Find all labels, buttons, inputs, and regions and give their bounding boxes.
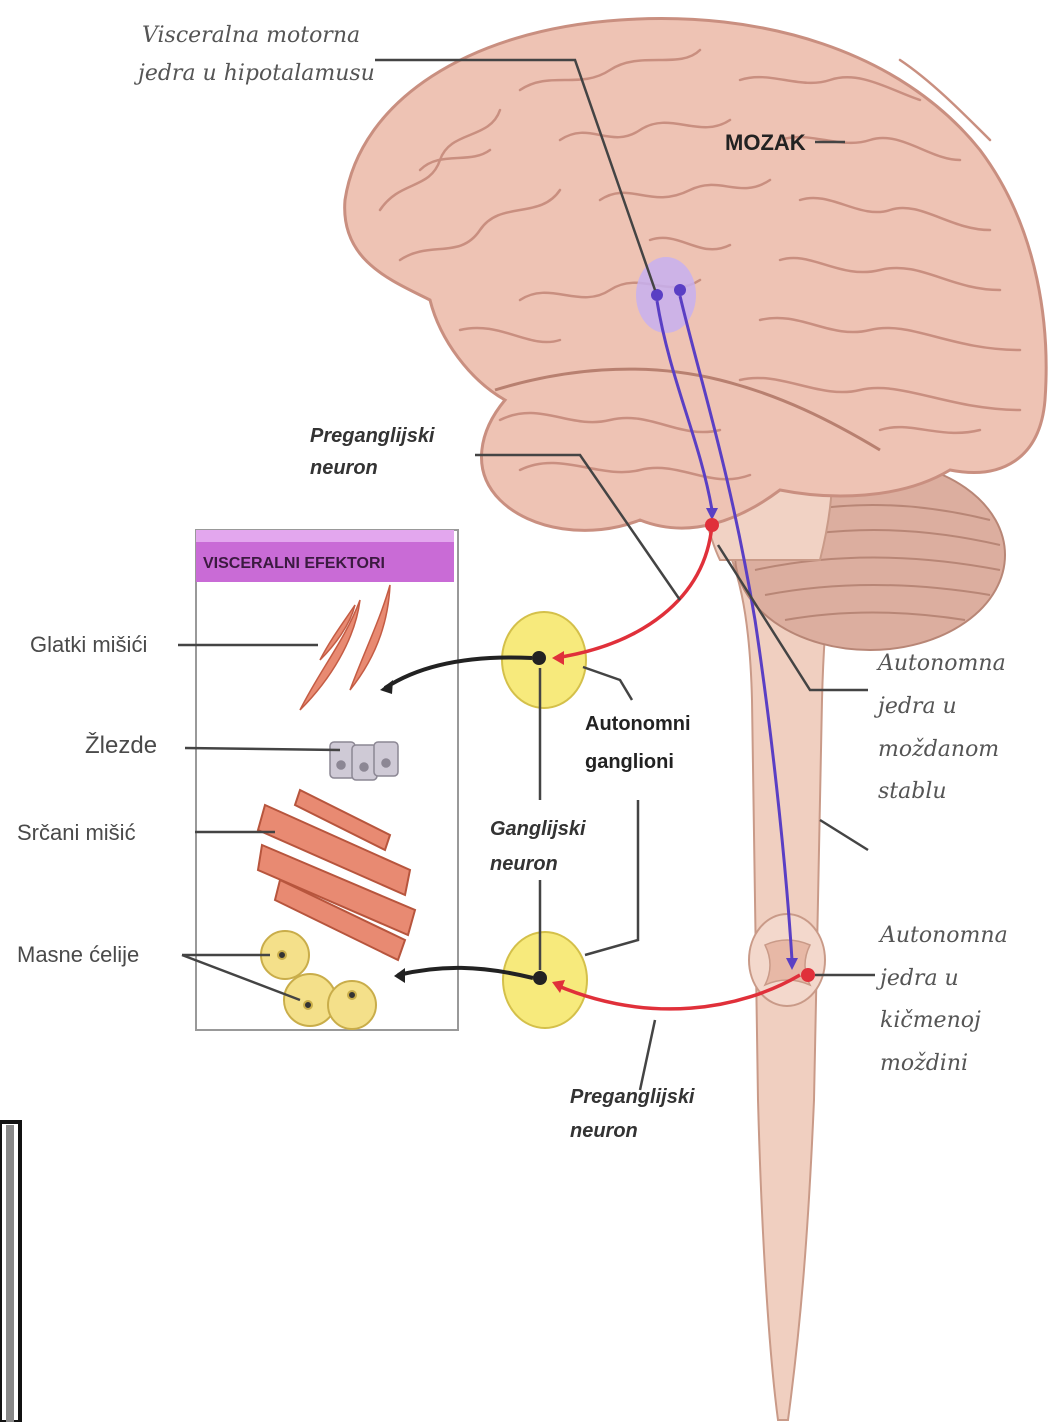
label-ganglionic-neuron-line2: neuron <box>490 853 558 875</box>
label-spinal-nuclei-line1: Autonomna <box>878 923 1008 948</box>
upper-autonomic-ganglion <box>502 612 586 708</box>
label-brainstem-nuclei-line4: stablu <box>878 779 947 804</box>
label-cardiac-muscle: Srčani mišić <box>17 820 136 845</box>
spinal-neuron-body <box>801 968 815 982</box>
label-brainstem-nuclei-line2: jedra u <box>873 694 957 719</box>
label-brain: MOZAK <box>725 130 806 155</box>
label-preganglionic-lower-line1: Preganglijski <box>570 1086 695 1108</box>
label-preganglionic-lower-line2: neuron <box>570 1120 638 1142</box>
label-fat-cells: Masne ćelije <box>17 942 139 967</box>
label-brainstem-nuclei-line1: Autonomna <box>876 651 1006 676</box>
label-autonomic-ganglia-line2: ganglioni <box>585 751 674 773</box>
label-hypothalamus-line1: Visceralna motorna <box>142 23 360 48</box>
label-hypothalamus-line2: jedra u hipotalamusu <box>133 61 375 86</box>
label-preganglionic-upper-line1: Preganglijski <box>310 425 435 447</box>
label-autonomic-ganglia-line1: Autonomni <box>585 713 691 735</box>
label-spinal-nuclei-line4: moždini <box>880 1051 968 1076</box>
gland-cells <box>330 742 398 780</box>
cerebrum <box>345 19 1046 531</box>
brainstem-neuron-body <box>705 518 719 532</box>
label-preganglionic-upper-line2: neuron <box>310 457 378 479</box>
label-smooth-muscle: Glatki mišići <box>30 632 147 657</box>
label-spinal-nuclei-line2: jedra u <box>875 966 959 991</box>
label-brainstem-nuclei-line3: moždanom <box>878 737 999 762</box>
label-spinal-nuclei-line3: kičmenoj <box>880 1008 981 1033</box>
label-ganglionic-neuron-line1: Ganglijski <box>490 818 586 840</box>
label-glands: Žlezde <box>85 732 157 759</box>
lower-autonomic-ganglion <box>503 932 587 1028</box>
slide-frame-edge <box>0 1122 20 1422</box>
label-visceral-effectors-header: VISCERALNI EFEKTORI <box>203 555 385 572</box>
